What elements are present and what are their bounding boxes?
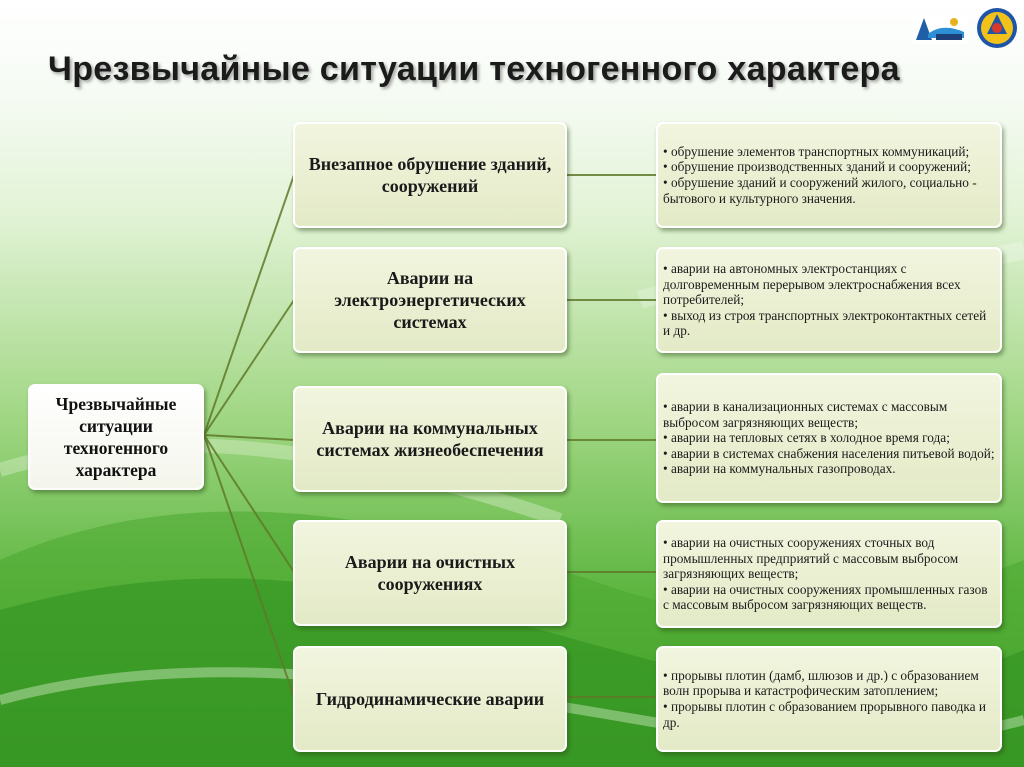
detail-item: аварии на автономных электростанциях с д… [663,261,995,308]
category-label: Аварии на коммунальных системах жизнеобе… [316,418,544,460]
detail-list: обрушение элементов транспортных коммуни… [663,144,995,206]
emercom-center-logo [912,14,968,44]
detail-item: обрушение производственных зданий и соор… [663,159,995,175]
detail-item: аварии в системах снабжения населения пи… [663,446,995,462]
detail-item: аварии на очистных сооружениях промышлен… [663,582,995,613]
detail-item: аварии на тепловых сетях в холодное врем… [663,430,995,446]
detail-item: аварии на коммунальных газопроводах. [663,461,995,477]
category-node-building-collapse: Внезапное обрушение зданий, сооружений [293,122,567,228]
detail-list: аварии на очистных сооружениях сточных в… [663,535,995,613]
detail-node-power-systems: аварии на автономных электростанциях с д… [656,247,1002,353]
detail-item: обрушение зданий и сооружений жилого, со… [663,175,995,206]
detail-node-hydrodynamic: прорывы плотин (дамб, шлюзов и др.) с об… [656,646,1002,752]
connector-root-cat-4 [203,434,295,573]
category-label: Аварии на очистных сооружениях [344,552,516,594]
category-node-utility-systems: Аварии на коммунальных системах жизнеобе… [293,386,567,492]
detail-item: обрушение элементов транспортных коммуни… [663,144,995,160]
detail-item: прорывы плотин (дамб, шлюзов и др.) с об… [663,668,995,699]
detail-node-building-collapse: обрушение элементов транспортных коммуни… [656,122,1002,228]
category-node-treatment-facilities: Аварии на очистных сооружениях [293,520,567,626]
root-node-label: Чрезвычайные ситуации техногенного харак… [55,394,177,480]
logos [912,8,1017,48]
detail-list: аварии в канализационных системах с масс… [663,399,995,477]
page-title: Чрезвычайные ситуации техногенного харак… [48,50,900,88]
detail-list: прорывы плотин (дамб, шлюзов и др.) с об… [663,668,995,730]
connector-root-cat-1 [203,174,295,436]
detail-list: аварии на автономных электростанциях с д… [663,261,995,339]
emercom-emblem [977,8,1017,48]
category-label: Гидродинамические аварии [315,689,545,709]
root-node: Чрезвычайные ситуации техногенного харак… [28,384,204,490]
category-label: Внезапное обрушение зданий, сооружений [308,154,552,196]
detail-item: выход из строя транспортных электроконта… [663,308,995,339]
detail-node-utility-systems: аварии в канализационных системах с масс… [656,373,1002,503]
category-label: Аварии на электроэнергетических системах [334,268,526,332]
detail-item: аварии на очистных сооружениях сточных в… [663,535,995,582]
connector-root-cat-2 [203,299,295,436]
category-node-hydrodynamic: Гидродинамические аварии [293,646,567,752]
detail-item: прорывы плотин с образованием прорывного… [663,699,995,730]
category-node-power-systems: Аварии на электроэнергетических системах [293,247,567,353]
detail-node-treatment-facilities: аварии на очистных сооружениях сточных в… [656,520,1002,628]
connector-root-cat-3 [203,434,295,441]
detail-item: аварии в канализационных системах с масс… [663,399,995,430]
connector-root-cat-5 [203,434,295,698]
